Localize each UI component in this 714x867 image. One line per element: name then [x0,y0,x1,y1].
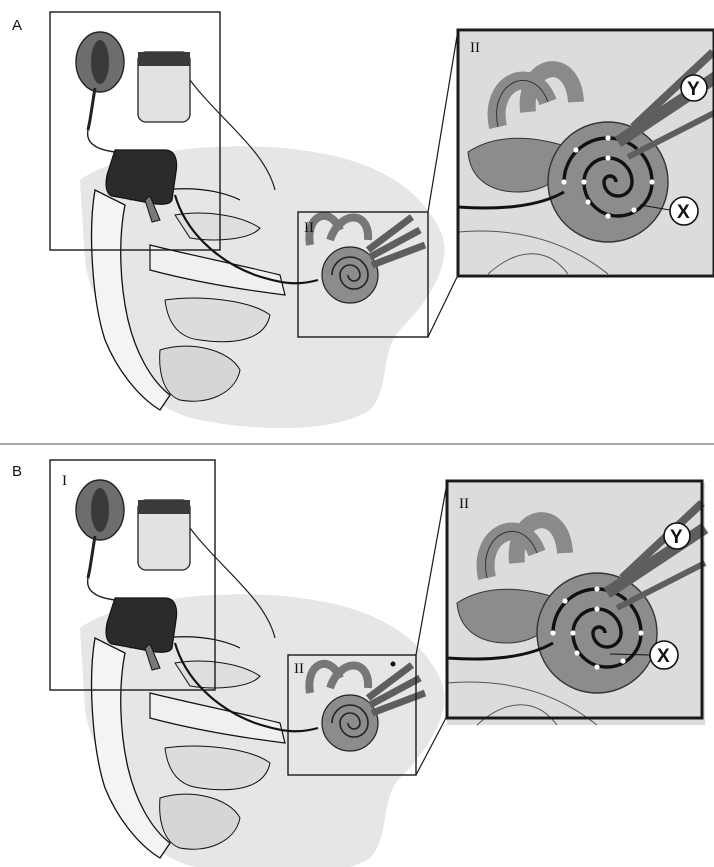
callout-y-b: Y [670,527,683,548]
callout-y-a: Y [687,79,700,100]
zoom-connector-top [428,30,458,212]
inset-label-a: II [470,40,480,56]
inset-label-b: II [459,496,469,512]
zoom-connector-top [416,483,447,655]
cochlea-inset-b [447,483,705,725]
marker-dot [391,662,396,667]
cochlea-inset-a [458,32,714,274]
callout-x-b: X [657,646,670,667]
panel-b: B I II II Y X [12,460,705,867]
zoom-label-b: II [294,661,304,677]
box-label-b: I [62,473,67,489]
panel-a: A II II Y X [12,12,714,428]
panel-label-a: A [12,17,22,34]
callout-x-a: X [677,202,690,223]
panel-label-b: B [12,463,22,480]
zoom-label-a: II [304,220,314,236]
